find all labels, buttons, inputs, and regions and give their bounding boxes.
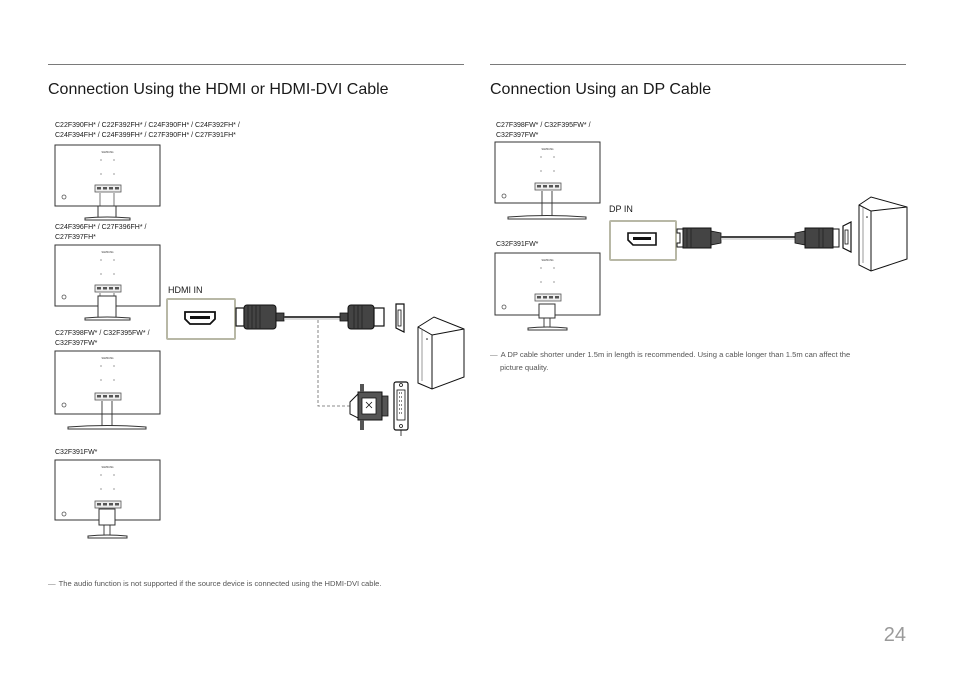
dp-section-heading: Connection Using an DP Cable	[490, 81, 712, 98]
brand-mark: SAMSUNG	[101, 466, 113, 469]
left-top-rule	[48, 64, 464, 65]
dp-model-group-2-label: C32F391FW*	[496, 241, 539, 248]
footnote-mark: ―	[490, 350, 498, 359]
model-group-4-label: C32F391FW*	[55, 449, 98, 456]
brand-mark: SAMSUNG	[101, 151, 113, 154]
brand-mark: SAMSUNG	[101, 357, 113, 360]
monitor-back-icon: SAMSUNG	[54, 144, 161, 221]
monitor-back-icon: SAMSUNG	[54, 244, 161, 321]
dp-port-icon	[627, 232, 657, 246]
brand-mark: SAMSUNG	[541, 148, 553, 151]
hdmi-section-heading: Connection Using the HDMI or HDMI-DVI Ca…	[48, 81, 389, 98]
monitor-back-icon: SAMSUNG	[494, 252, 601, 331]
dp-cable-icon	[676, 221, 852, 253]
model-group-2-label: C24F396FH* / C27F396FH* / C27F397FH*	[55, 224, 147, 241]
pc-tower-icon	[858, 196, 908, 272]
brand-mark: SAMSUNG	[101, 251, 113, 254]
monitor-back-icon: SAMSUNG	[54, 459, 161, 539]
model-group-3-label: C27F398FW* / C32F395FW* / C32F397FW*	[55, 330, 150, 347]
hdmi-in-label: HDMI IN	[168, 285, 203, 295]
hdmi-cable-icon	[235, 303, 405, 333]
hdmi-in-port-box	[166, 298, 236, 340]
dvi-branch-dashed-line	[317, 320, 354, 407]
dp-model-group-1-label: C27F398FW* / C32F395FW* / C32F397FW*	[496, 122, 591, 139]
monitor-back-icon: SAMSUNG	[494, 141, 601, 220]
dp-cable-footnote: ―A DP cable shorter under 1.5m in length…	[490, 350, 851, 372]
footnote-mark: ―	[48, 579, 56, 588]
brand-mark: SAMSUNG	[541, 259, 553, 262]
dvi-connector-icon	[349, 381, 409, 436]
pc-tower-icon	[417, 316, 465, 390]
model-group-1-label: C22F390FH* / C22F392FH* / C24F390FH* / C…	[55, 122, 240, 139]
hdmi-dvi-footnote: ―The audio function is not supported if …	[48, 579, 382, 588]
hdmi-port-icon	[184, 311, 216, 325]
monitor-back-icon: SAMSUNG	[54, 350, 161, 430]
page-number: 24	[883, 624, 906, 646]
dp-in-label: DP IN	[609, 204, 633, 214]
right-top-rule	[490, 64, 906, 65]
